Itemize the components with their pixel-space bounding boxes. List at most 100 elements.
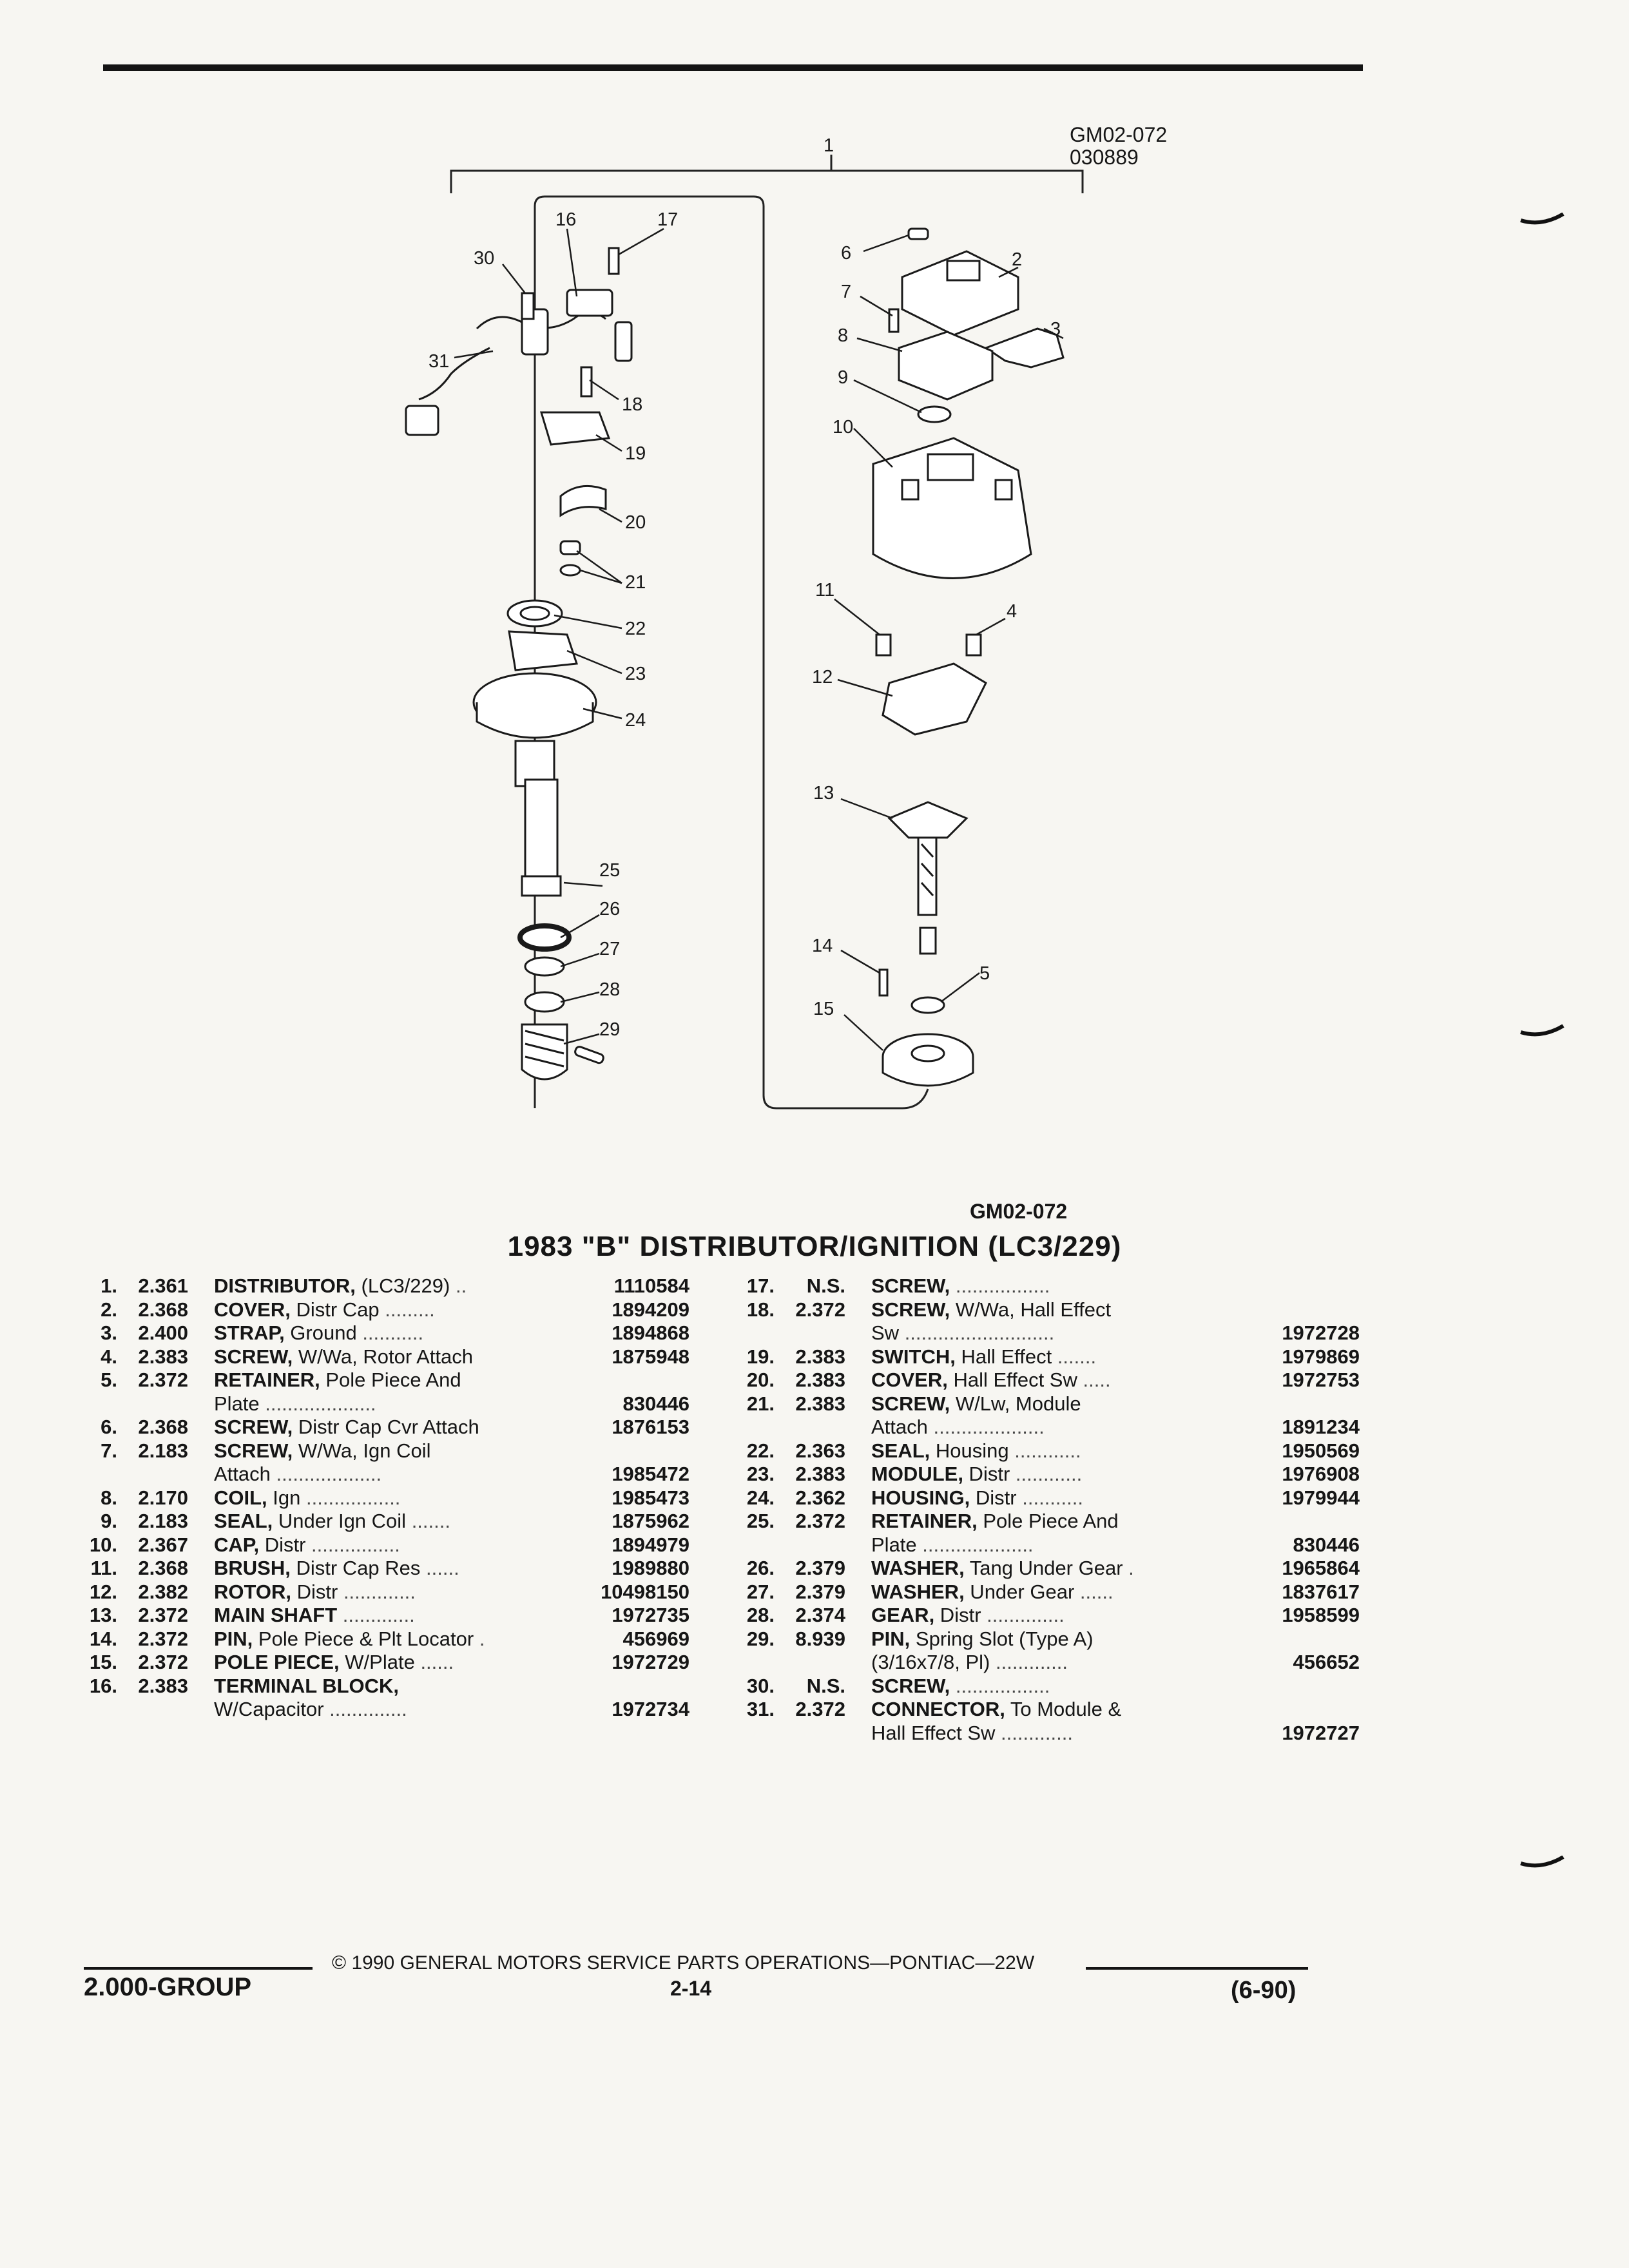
part-name: POLE PIECE, <box>214 1651 340 1673</box>
callout-9: 9 <box>838 367 848 388</box>
group-number: 2.368 <box>138 1557 188 1579</box>
leader-dots: ............. <box>337 1604 415 1626</box>
part-name: COVER, <box>214 1298 291 1321</box>
item-number: 7. <box>101 1439 117 1462</box>
part-description: SCREW, Distr Cap Cvr Attach <box>214 1416 580 1439</box>
callout-11: 11 <box>815 580 834 601</box>
item-number: 26. <box>746 1557 775 1579</box>
callout-13: 13 <box>813 783 834 803</box>
group-number: 2.362 <box>795 1486 845 1509</box>
part-name: WASHER, <box>871 1580 965 1603</box>
part-description: HOUSING, Distr ........... <box>871 1486 1250 1510</box>
item-number: 23. <box>746 1463 775 1485</box>
part-detail: Distr <box>934 1604 981 1626</box>
part-number: 10498150 <box>601 1580 689 1603</box>
part-name: PIN, <box>871 1627 911 1650</box>
leader-dots: ....... <box>406 1510 450 1532</box>
parts-row: Plate .................... 830446 <box>71 1392 689 1416</box>
group-number: 2.170 <box>138 1486 188 1509</box>
part-number: 1985472 <box>612 1463 689 1485</box>
part-number: 1979944 <box>1282 1486 1360 1509</box>
callout-25: 25 <box>599 860 620 881</box>
footer-date: (6-90) <box>1231 1977 1296 2004</box>
figure-code-top: GM02-072 <box>1070 123 1168 146</box>
top-rule <box>103 64 1363 71</box>
leader-dots: ............. <box>995 1721 1073 1744</box>
leader-dots: ................. <box>950 1274 1050 1297</box>
part-name: COVER, <box>871 1369 948 1391</box>
part-description: MAIN SHAFT ............. <box>214 1604 580 1628</box>
leader-dots: ...... <box>414 1651 454 1673</box>
part-name: SCREW, <box>214 1345 293 1368</box>
part-name: TERMINAL BLOCK, <box>214 1674 400 1697</box>
leader-dots: ........................... <box>899 1321 1055 1344</box>
leader-dots: ....... <box>1052 1345 1097 1368</box>
part-detail: Distr Cap Res <box>290 1557 421 1579</box>
item-number: 21. <box>746 1392 775 1415</box>
item-number: 30. <box>746 1674 775 1697</box>
part-detail: Housing <box>930 1439 1009 1462</box>
callout-12: 12 <box>812 667 833 687</box>
part-description: Plate .................... <box>214 1392 580 1416</box>
callout-29: 29 <box>599 1019 620 1040</box>
part-detail: Tang Under Gear <box>964 1557 1123 1579</box>
part-detail: W/Wa, Rotor Attach <box>293 1345 473 1368</box>
leader-dots: ............ <box>1010 1463 1083 1485</box>
part-description: COVER, Distr Cap ......... <box>214 1298 580 1322</box>
part-detail: Spring Slot (Type A) <box>910 1627 1094 1650</box>
part-name: ROTOR, <box>214 1580 291 1603</box>
part-name: CAP, <box>214 1533 260 1556</box>
group-number: 2.379 <box>795 1557 845 1579</box>
leader-dots: .................... <box>916 1533 1034 1556</box>
part-name: PIN, <box>214 1627 253 1650</box>
part-description: SEAL, Housing ............ <box>871 1439 1250 1463</box>
part-number: 1972735 <box>612 1604 689 1626</box>
part-number: 830446 <box>622 1392 689 1415</box>
part-number: 456652 <box>1293 1651 1360 1673</box>
part-description: SCREW, W/Wa, Rotor Attach <box>214 1345 580 1369</box>
part-number: 1950569 <box>1282 1439 1360 1462</box>
callout-15: 15 <box>813 999 834 1019</box>
item-number: 16. <box>89 1674 117 1697</box>
group-number: 2.183 <box>138 1439 188 1462</box>
group-number: 2.383 <box>795 1463 845 1485</box>
part-detail: Pole Piece & Plt Locator <box>253 1627 474 1650</box>
part-detail: Under Ign Coil <box>273 1510 407 1532</box>
part-number: 1876153 <box>612 1416 689 1438</box>
item-number: 4. <box>101 1345 117 1368</box>
leader-dots: ............ <box>1008 1439 1081 1462</box>
part-name: MODULE, <box>871 1463 963 1485</box>
part-description: CAP, Distr ................ <box>214 1533 580 1557</box>
part-detail: W/Capacitor <box>214 1698 324 1720</box>
callout-2: 2 <box>1012 249 1022 270</box>
group-number: 2.368 <box>138 1298 188 1321</box>
footer-rule-left <box>84 1967 313 1970</box>
leader-dots: .. <box>450 1274 467 1297</box>
parts-row: 30.N.S.SCREW, ................. <box>728 1675 1360 1698</box>
part-number: 1972727 <box>1282 1721 1360 1744</box>
leader-dots: ..... <box>1077 1369 1111 1391</box>
part-description: SWITCH, Hall Effect ....... <box>871 1345 1250 1369</box>
part-detail: Sw <box>871 1321 900 1344</box>
callout-18: 18 <box>622 394 642 415</box>
part-number: 1972728 <box>1282 1321 1360 1344</box>
part-detail: Ign <box>267 1486 301 1509</box>
leader-dots: . <box>1123 1557 1134 1579</box>
group-number: 2.183 <box>138 1510 188 1532</box>
part-name: CONNECTOR, <box>871 1698 1005 1720</box>
leader-dots: .............. <box>323 1698 407 1720</box>
part-description: BRUSH, Distr Cap Res ...... <box>214 1557 580 1581</box>
